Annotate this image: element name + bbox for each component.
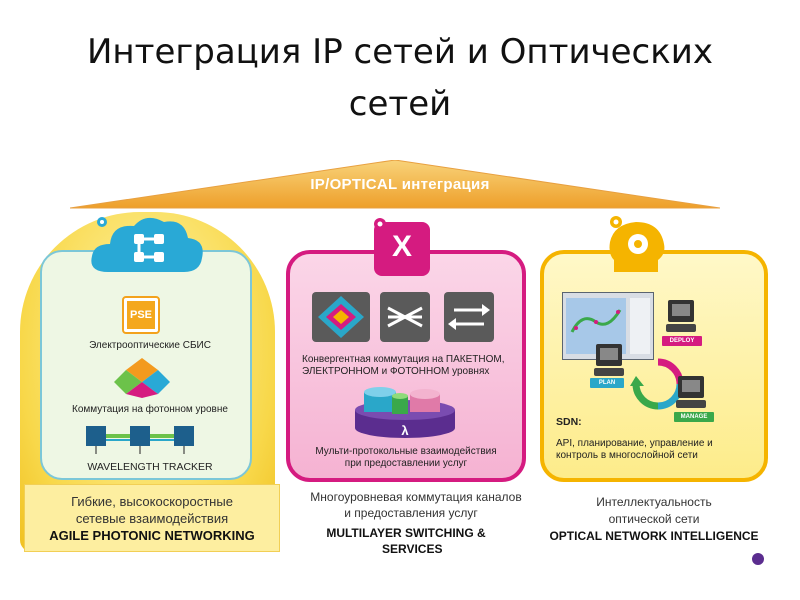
pse-chip-icon xyxy=(122,296,160,334)
middle-caption-line2: и предоставления услуг xyxy=(344,506,478,520)
sdn-label: SDN: xyxy=(556,416,582,428)
deploy-tag: DEPLOY xyxy=(662,336,702,346)
middle-caption-bold-line1: MULTILAYER SWITCHING & xyxy=(326,526,486,540)
plan-tag: PLAN xyxy=(590,378,624,388)
multiprotocol-stack-icon xyxy=(355,387,455,438)
left-item-chips: Электрооптические СБИС xyxy=(89,340,211,351)
middle-desc-line2: ЭЛЕКТРОННОМ и ФОТОННОМ уровнях xyxy=(302,366,490,377)
agile-photonic-caption-box xyxy=(24,484,280,552)
electronic-switch-icon xyxy=(380,292,430,342)
manage-tag: MANAGE xyxy=(674,412,714,422)
right-caption-line1: Интеллектуальность xyxy=(596,495,712,509)
middle-caption-line1: Многоуровневая коммутация каналов xyxy=(310,490,522,504)
middle-desc2-line2: при предоставлении услуг xyxy=(344,458,468,469)
packet-switch-icon xyxy=(312,292,370,342)
plan-terminal-icon xyxy=(594,344,624,376)
middle-caption-bold-line2: SERVICES xyxy=(382,542,443,556)
right-caption-bold: OPTICAL NETWORK INTELLIGENCE xyxy=(549,529,759,543)
sdn-line2: контроль в многослойной сети xyxy=(556,450,698,461)
left-caption-line2: сетевые взаимодействия xyxy=(75,511,229,526)
deploy-terminal-icon xyxy=(666,300,696,332)
right-caption-line2: оптической сети xyxy=(608,512,700,526)
brain-gear-icon xyxy=(609,216,665,272)
lambda-symbol: λ xyxy=(401,423,409,438)
x-badge-icon xyxy=(374,218,430,276)
roof-label: IP/OPTICAL интеграция xyxy=(310,176,490,193)
middle-desc2-line1: Мульти-протокольные взаимодействия xyxy=(315,446,497,457)
left-caption-line1: Гибкие, высокоскоростные xyxy=(71,494,233,509)
photonic-switch-icon xyxy=(114,358,170,398)
slide-title-line2: сетей xyxy=(348,84,452,124)
logo-mark-icon xyxy=(752,553,764,565)
slide-title-line1: Интеграция IP сетей и Оптических xyxy=(87,32,713,72)
wavelength-tracker-icon xyxy=(86,426,194,454)
manage-terminal-icon xyxy=(676,376,706,408)
cloud-icon xyxy=(91,217,203,272)
slide-title: Интеграция IP сетей и Оптических сетей xyxy=(0,26,800,130)
photonic-arrows-icon xyxy=(444,292,494,342)
left-caption-bold: AGILE PHOTONIC NETWORKING xyxy=(49,528,255,543)
pse-label: PSE xyxy=(129,309,152,321)
left-item-tracker: WAVELENGTH TRACKER xyxy=(87,461,213,473)
x-badge-label: X xyxy=(391,230,412,263)
middle-desc-line1: Конвергентная коммутация на ПАКЕТНОМ, xyxy=(302,354,505,365)
roof-banner xyxy=(70,160,720,209)
multilayer-switching-panel xyxy=(286,250,526,482)
left-item-photonic: Коммутация на фотонном уровне xyxy=(72,404,228,415)
sdn-line1: API, планирование, управление и xyxy=(556,438,713,449)
